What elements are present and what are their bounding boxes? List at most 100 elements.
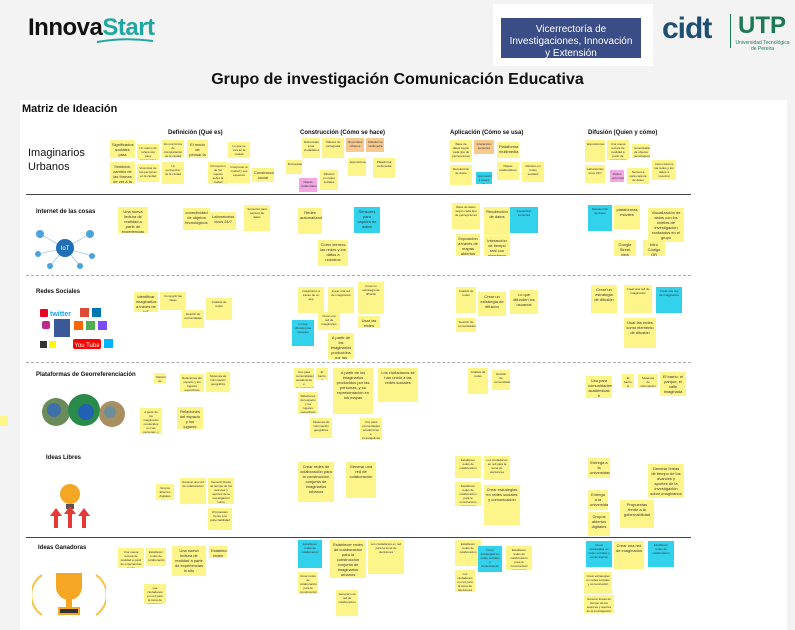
sticky-note[interactable]: Cómo leemos las redes y los datos a noso… [318, 240, 348, 266]
sticky-note[interactable]: Redes automatizadas [610, 170, 624, 182]
sticky-note[interactable]: El barrio, el parque, el calle imaginada [316, 368, 328, 380]
sticky-note[interactable]: Gestión de comunidades [492, 370, 510, 390]
sticky-note[interactable]: Vivencias de las personas en la ciudad [137, 164, 159, 182]
sticky-note[interactable]: Exposición a través de mapas abiertos [456, 234, 480, 256]
sticky-note[interactable]: Plataforma multimedia [373, 158, 395, 178]
sticky-note[interactable]: Sistemas de información geográfica [310, 418, 332, 438]
sticky-note[interactable]: Gestión de comunidades [182, 310, 204, 328]
sticky-note[interactable]: Plataforma multimedia [497, 142, 519, 158]
sticky-note[interactable]: conectividad de objetos tecnológicos [183, 208, 210, 230]
sticky-note[interactable]: Visualización de datos con los niveles d… [648, 208, 684, 242]
sticky-note[interactable]: Establecer redes de colaboración [209, 546, 227, 558]
sticky-note[interactable]: Uso para comunidades académicas e invest… [586, 376, 612, 398]
sticky-note[interactable]: La percepción de la ciudad [162, 162, 184, 184]
sticky-note[interactable]: Interpretar la ciudad y sus espacios [228, 163, 250, 183]
sticky-note[interactable]: Propuestas frente a la gobernabilidad [208, 508, 232, 530]
sticky-note[interactable]: Entrevistas a los ciudadanos [302, 138, 320, 158]
sticky-note[interactable]: Usar las redes como elemento de difusión [358, 316, 380, 328]
sticky-note[interactable]: El modo de pensar la ciudad [187, 140, 208, 158]
sticky-note[interactable]: conectividad de objetos tecnológicos [632, 144, 650, 158]
sticky-note[interactable]: Los ciudadanos en red para la toma de de… [368, 540, 404, 574]
sticky-note[interactable]: Sensores para captura de datos [244, 205, 270, 231]
sticky-note[interactable]: Uso para comunidades académicas e invest… [360, 418, 382, 440]
sticky-note[interactable]: Recolección de datos [450, 165, 472, 185]
sticky-note[interactable]: Una nueva lectura de realidad a partir d… [172, 546, 206, 576]
sticky-note[interactable]: Crear una red de imaginarios [656, 287, 682, 313]
sticky-note[interactable]: Generar una red de colaboración [180, 478, 206, 504]
sticky-note[interactable]: A partir de los imaginarios producidos p… [140, 408, 162, 434]
sticky-note[interactable]: Propuestas frente a la gobernabilidad [620, 500, 654, 528]
sticky-note[interactable]: Los ciudadanos en red para la toma de de… [455, 570, 475, 592]
sticky-note[interactable]: Interacción sensores [510, 207, 538, 233]
sticky-note[interactable]: Una nueva lectura de realidad a partir d… [118, 207, 148, 233]
sticky-note[interactable]: El barrio, el parque, el calle imaginada [660, 372, 686, 396]
sticky-note[interactable]: Construcción social [252, 168, 274, 182]
sticky-note[interactable]: Relaciones del espacio y los lugares esp… [177, 407, 203, 429]
sticky-note[interactable]: Crear estrategias en redes sociales y co… [484, 485, 520, 525]
sticky-note[interactable]: Lo que difunden los usuarios [292, 320, 314, 346]
sticky-note[interactable]: Mapas colaborativos [497, 162, 519, 180]
sticky-note[interactable]: Relaciones del espacio y los lugares esp… [298, 392, 318, 414]
sticky-note[interactable]: Plataforma multimedia [366, 138, 384, 152]
sticky-note[interactable]: Intro Código QR [643, 240, 665, 256]
sticky-note[interactable]: Crear estrategias en redes sociales y co… [478, 546, 502, 572]
sticky-note[interactable]: Compartir las ideas [160, 292, 186, 310]
sticky-note[interactable]: Generar líneas de tiempo de los avances … [584, 595, 614, 613]
sticky-note[interactable]: Talleres de cartografía [322, 138, 344, 158]
sticky-note[interactable]: Exposiciones [348, 158, 366, 176]
sticky-note[interactable]: Establecer redes de colaboración [455, 540, 481, 566]
sticky-note[interactable]: El barrio, el parque, el calle imaginada [622, 374, 634, 388]
sticky-note[interactable]: Establecer redes de colaboración [146, 548, 166, 566]
sticky-note[interactable]: Imaginarios a través de un app [298, 287, 324, 313]
sticky-note[interactable]: Una nueva lectura de realidad a partir d… [607, 140, 629, 160]
sticky-note[interactable]: Base de datos según cada tipo de percepc… [452, 203, 480, 229]
sticky-note[interactable]: Uso para comunidades académicas e invest… [294, 368, 314, 388]
sticky-note[interactable]: Lo que se vive en la ciudad [228, 142, 250, 158]
sticky-note[interactable]: Difusión en redes sociales [522, 162, 544, 182]
sticky-note[interactable]: Laboratorios vivos 24/7 [210, 212, 236, 230]
sticky-note[interactable]: Laboratorios vivos 24/7 [585, 165, 605, 183]
sticky-note[interactable]: Generar líneas de tiempo de los avances … [208, 478, 234, 504]
sticky-note[interactable]: Los ciudadanos en red para la toma de de… [484, 456, 510, 480]
sticky-note[interactable]: Recolección de datos [588, 205, 612, 231]
sticky-note[interactable]: Lo que difunden los usuarios [510, 290, 538, 314]
sticky-note[interactable]: Es una forma de interpretación de la ciu… [162, 140, 184, 158]
sticky-note[interactable]: Cómo leemos las redes y los datos a noso… [652, 160, 676, 180]
sticky-note[interactable]: A partir de los imaginarios producidos p… [333, 368, 373, 414]
sticky-note[interactable]: Usar las redes como elemento de difusión [624, 318, 656, 348]
sticky-note[interactable]: Google Street view [614, 240, 636, 256]
sticky-note[interactable]: Crear estrategias en redes sociales y co… [586, 541, 612, 567]
sticky-note[interactable]: Entrega a la universidad [588, 458, 610, 478]
sticky-note[interactable]: Percepción de los sujetos sobre la ciuda… [208, 162, 228, 184]
sticky-note[interactable]: Entrega a la universidad [588, 490, 608, 510]
sticky-note[interactable]: Establecer redes de colaboración [455, 456, 481, 478]
sticky-note[interactable]: Establecer redes de colaboración [298, 540, 322, 568]
sticky-note[interactable]: Gestión de comunidades [456, 318, 476, 332]
sticky-note[interactable]: Crear un estrategia de difusión [478, 292, 506, 316]
sticky-note[interactable]: Crear estrategias en redes sociales y co… [584, 572, 612, 594]
sticky-note[interactable]: Recorridos urbanos [346, 138, 364, 152]
sticky-note[interactable]: Análisis de redes [468, 368, 488, 394]
sticky-note[interactable]: Crear redes de colaboración para la cons… [298, 462, 334, 502]
sticky-note[interactable]: Crear un estrategia de difusión [358, 282, 384, 314]
sticky-note[interactable]: A partir de los imaginarios producidos p… [328, 333, 354, 359]
sticky-note[interactable]: Interacción sensores [474, 140, 494, 154]
sticky-note[interactable]: Sistemas de información geográfica [638, 374, 658, 388]
sticky-note[interactable]: Crear una red de imaginarios [614, 541, 644, 569]
sticky-note[interactable]: Encuestas [286, 160, 302, 174]
sticky-note[interactable]: Un marco de referencia para comprender l… [137, 144, 159, 160]
stray-sticky-note[interactable] [0, 416, 8, 426]
sticky-note[interactable]: Sentidos, cambio de las formas de ver a … [110, 162, 135, 184]
sticky-note[interactable]: Una nueva lectura de realidad a partir d… [118, 548, 144, 568]
sticky-note[interactable]: Crear un estrategia de difusión [591, 285, 617, 313]
sticky-note[interactable]: Crear una red de imaginarios [624, 285, 652, 313]
sticky-note[interactable]: Sistemas de información geográfica [206, 372, 230, 392]
sticky-note[interactable]: Establecer redes de colaboración [648, 541, 674, 567]
sticky-note[interactable]: Sistemas de información geográfica [154, 373, 166, 383]
sticky-note[interactable]: Recolección de datos [484, 207, 510, 235]
sticky-note[interactable]: Exposiciones [585, 140, 605, 162]
sticky-note[interactable]: Relaciones del espacio y los lugares esp… [180, 374, 204, 392]
sticky-note[interactable]: Análisis de redes [206, 298, 232, 320]
sticky-note[interactable]: Sensores para captura de datos [627, 168, 649, 184]
sticky-note[interactable]: Sensores para captura de datos [354, 207, 380, 233]
